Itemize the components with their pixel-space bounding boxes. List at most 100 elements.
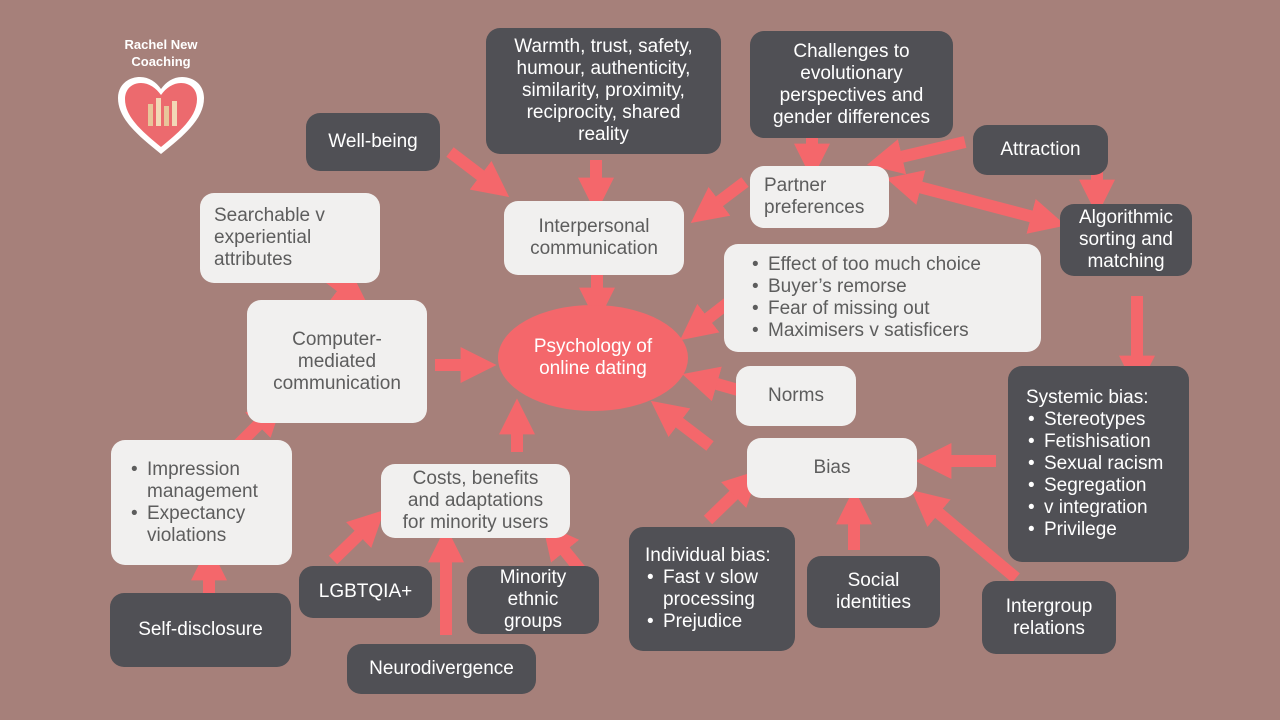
node-searchable-line: Searchable v bbox=[214, 205, 325, 226]
impression-item-line: management bbox=[147, 480, 258, 502]
logo: Rachel New Coaching bbox=[108, 36, 214, 160]
systemic-item-continuation: v integration bbox=[1028, 497, 1163, 519]
systemic-item-continued: v integration bbox=[1044, 497, 1148, 518]
arrow-lgbtqia-costs bbox=[328, 509, 385, 565]
node-algorithmic-line: Algorithmic bbox=[1079, 207, 1173, 228]
individual-item-line: processing bbox=[663, 589, 755, 610]
node-warmth-line: Warmth, trust, safety, bbox=[514, 36, 693, 57]
node-costs-line: and adaptations bbox=[407, 490, 544, 511]
logo-line-1: Rachel New bbox=[124, 37, 198, 52]
node-algorithmic-line: matching bbox=[1087, 251, 1165, 272]
node-attraction-label: Attraction bbox=[1000, 139, 1081, 160]
node-selfdisclosure: Self-disclosure bbox=[110, 593, 291, 667]
choice-item: Effect of too much choice bbox=[752, 254, 981, 276]
arrow-wellbeing-interpersonal bbox=[446, 147, 510, 198]
node-searchable-line: experiential bbox=[214, 227, 312, 248]
impression-item-line: Expectancy bbox=[147, 502, 246, 524]
node-interpersonal-communication: Interpersonal communication bbox=[504, 201, 684, 275]
central-topic: Psychology of online dating bbox=[498, 305, 688, 411]
node-intergroup-line: Intergroup bbox=[1005, 595, 1093, 617]
node-intergroup-line: relations bbox=[1013, 617, 1085, 639]
arrow-intergroup-bias bbox=[911, 490, 1020, 583]
node-warmth-line: reality bbox=[578, 124, 629, 145]
node-wellbeing: Well-being bbox=[306, 113, 440, 171]
arrow-attraction-partner bbox=[866, 136, 967, 175]
node-cmc-line: Computer- bbox=[292, 328, 382, 350]
node-systemic-bias: Systemic bias: Stereotypes Fetishisation… bbox=[1008, 366, 1189, 562]
arrow-partner-interpersonal bbox=[690, 177, 749, 224]
node-challenges-line: gender differences bbox=[772, 106, 931, 128]
node-searchable: Searchable v experiential attributes bbox=[200, 193, 380, 283]
node-warmth-line: similarity, proximity, bbox=[522, 80, 685, 101]
center-line-2: online dating bbox=[539, 358, 647, 379]
node-algorithmic-line: sorting and bbox=[1078, 229, 1173, 250]
individual-item-line: Fast v slow bbox=[663, 567, 759, 588]
choice-item: Buyer’s remorse bbox=[752, 276, 981, 298]
node-cmc-line: communication bbox=[273, 372, 401, 394]
node-lgbtqia: LGBTQIA+ bbox=[299, 566, 432, 618]
logo-line-2: Coaching bbox=[131, 54, 191, 69]
impression-item-line: violations bbox=[147, 524, 227, 546]
node-social-identities: Social identities bbox=[807, 556, 940, 628]
logo-text: Rachel New Coaching bbox=[108, 36, 214, 70]
node-costs-line: for minority users bbox=[402, 512, 549, 533]
choice-item: Maximisers v satisficers bbox=[752, 320, 981, 342]
node-challenges-line: evolutionary bbox=[800, 62, 903, 84]
node-interpersonal-line: communication bbox=[530, 238, 658, 259]
node-searchable-line: attributes bbox=[214, 249, 293, 270]
node-minority-line: groups bbox=[503, 611, 563, 632]
node-intergroup: Intergroup relations bbox=[982, 581, 1116, 654]
node-lgbtqia-label: LGBTQIA+ bbox=[318, 581, 413, 602]
node-neurodivergence-label: Neurodivergence bbox=[369, 658, 514, 679]
choice-item: Fear of missing out bbox=[752, 298, 981, 320]
node-minority-line: ethnic bbox=[507, 589, 559, 610]
node-bias: Bias bbox=[747, 438, 917, 498]
node-costs: Costs, benefits and adaptations for mino… bbox=[381, 464, 570, 538]
node-warmth: Warmth, trust, safety, humour, authentic… bbox=[486, 28, 721, 154]
choice-list: Effect of too much choice Buyer’s remors… bbox=[742, 254, 981, 342]
node-cmc: Computer- mediated communication bbox=[247, 300, 427, 423]
node-wellbeing-label: Well-being bbox=[328, 131, 418, 152]
node-choice: Effect of too much choice Buyer’s remors… bbox=[724, 244, 1041, 352]
systemic-title: Systemic bias: bbox=[1026, 387, 1149, 408]
node-warmth-line: humour, authenticity, bbox=[516, 58, 691, 79]
systemic-item: Stereotypes bbox=[1028, 409, 1163, 431]
node-challenges-line: perspectives and bbox=[779, 84, 924, 106]
node-social-line: Social bbox=[847, 570, 900, 591]
systemic-item: Segregation bbox=[1028, 475, 1163, 497]
node-norms: Norms bbox=[736, 366, 856, 426]
node-bias-label: Bias bbox=[813, 457, 851, 478]
node-warmth-line: reciprocity, shared bbox=[526, 102, 681, 123]
arrow-bias-hub bbox=[650, 400, 714, 451]
node-partner-preferences: Partner preferences bbox=[750, 166, 889, 228]
node-interpersonal-line: Interpersonal bbox=[538, 216, 650, 237]
node-minority: Minority ethnic groups bbox=[467, 566, 599, 634]
systemic-item: Fetishisation bbox=[1028, 431, 1163, 453]
node-neurodivergence: Neurodivergence bbox=[347, 644, 536, 694]
individual-title: Individual bias: bbox=[645, 545, 771, 566]
node-partner-line: Partner bbox=[764, 175, 827, 196]
heart-bar-chart-icon bbox=[118, 77, 204, 154]
center-line-1: Psychology of bbox=[533, 336, 653, 357]
systemic-item: Privilege bbox=[1028, 519, 1163, 541]
systemic-list: Stereotypes Fetishisation Sexual racism … bbox=[1026, 409, 1163, 541]
node-challenges: Challenges to evolutionary perspectives … bbox=[750, 31, 953, 138]
node-social-line: identities bbox=[836, 592, 911, 613]
individual-item: Prejudice bbox=[647, 611, 758, 633]
node-challenges-line: Challenges to bbox=[793, 40, 910, 62]
arrow-individual-bias bbox=[703, 469, 760, 525]
node-algorithmic: Algorithmic sorting and matching bbox=[1060, 204, 1192, 276]
impression-item-line: Impression bbox=[147, 458, 240, 480]
node-cmc-line: mediated bbox=[297, 350, 377, 372]
node-attraction: Attraction bbox=[973, 125, 1108, 175]
arrow-partner-algorithmic bbox=[886, 170, 1066, 234]
node-costs-line: Costs, benefits bbox=[412, 468, 539, 489]
